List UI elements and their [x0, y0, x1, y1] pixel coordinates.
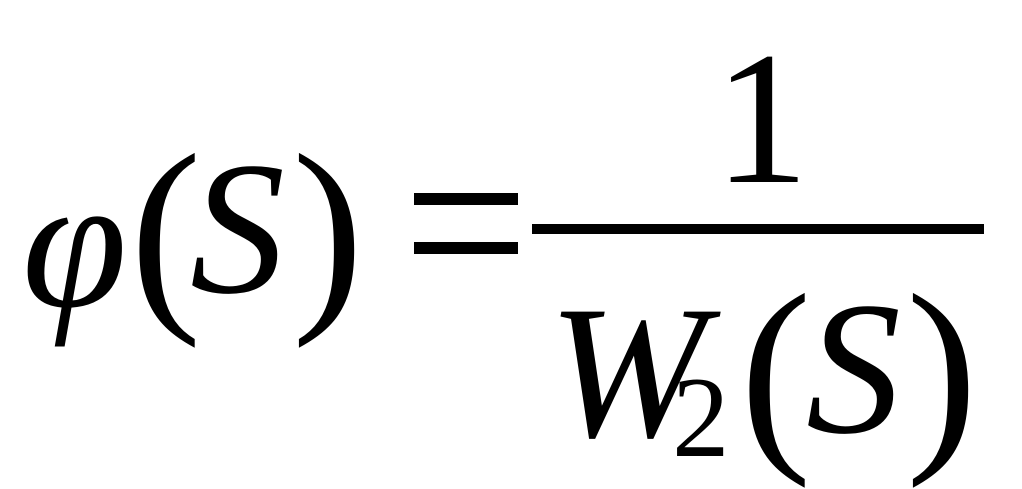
denominator-open-paren: (: [740, 250, 812, 489]
denominator-variable-s: S: [806, 264, 901, 474]
fraction-numerator: 1: [714, 14, 809, 224]
phi-symbol: φ: [22, 138, 128, 348]
equals-bottom-bar: [414, 242, 518, 254]
denominator-w-symbol: W: [548, 268, 707, 478]
lhs-variable-s: S: [190, 124, 285, 334]
lhs-close-paren: ): [292, 110, 364, 349]
denominator-subscript: 2: [672, 354, 730, 481]
lhs-open-paren: (: [130, 110, 202, 349]
denominator-close-paren: ): [906, 250, 978, 489]
equals-top-bar: [414, 193, 518, 205]
fraction-bar: [532, 224, 984, 234]
